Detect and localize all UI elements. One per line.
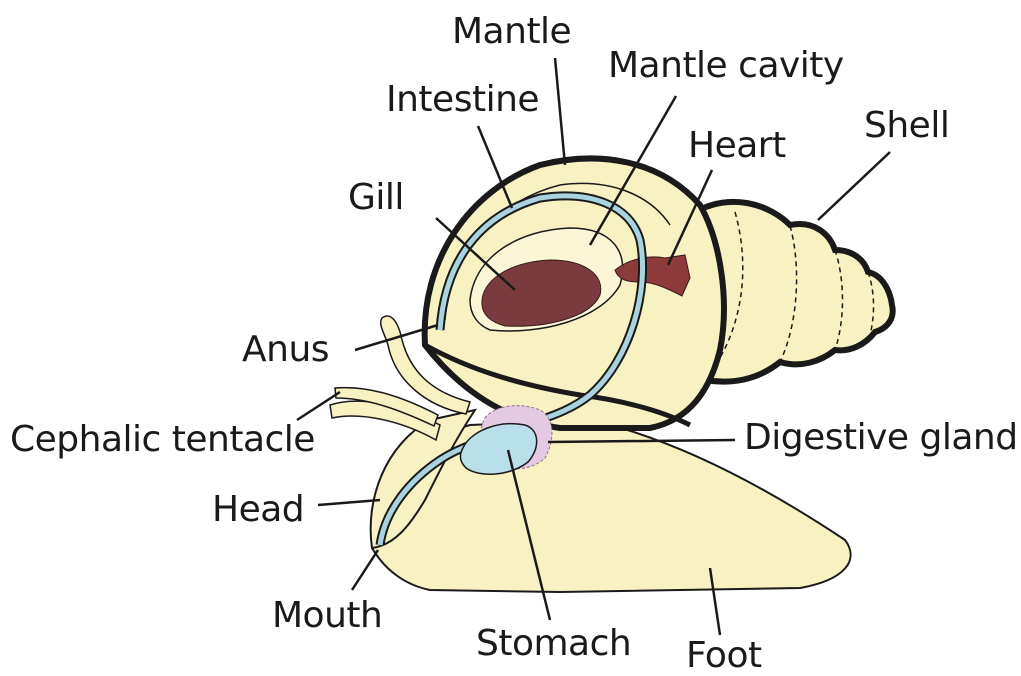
label-intestine: Intestine (386, 80, 539, 120)
label-digestive-gland: Digestive gland (744, 418, 1018, 458)
label-anus: Anus (242, 330, 329, 370)
label-foot: Foot (686, 636, 762, 676)
leader-shell (818, 152, 890, 220)
label-head: Head (212, 490, 304, 530)
label-mantle: Mantle (452, 12, 571, 52)
label-gill: Gill (348, 178, 404, 218)
label-heart: Heart (688, 126, 786, 166)
label-cephalic-tentacle: Cephalic tentacle (10, 420, 315, 460)
label-mantle-cavity: Mantle cavity (608, 46, 844, 86)
label-mouth: Mouth (272, 596, 382, 636)
leader-mantle (555, 58, 565, 165)
label-shell: Shell (864, 106, 949, 146)
leader-head (318, 500, 380, 505)
label-stomach: Stomach (476, 624, 631, 664)
leader-mouth (352, 550, 378, 590)
